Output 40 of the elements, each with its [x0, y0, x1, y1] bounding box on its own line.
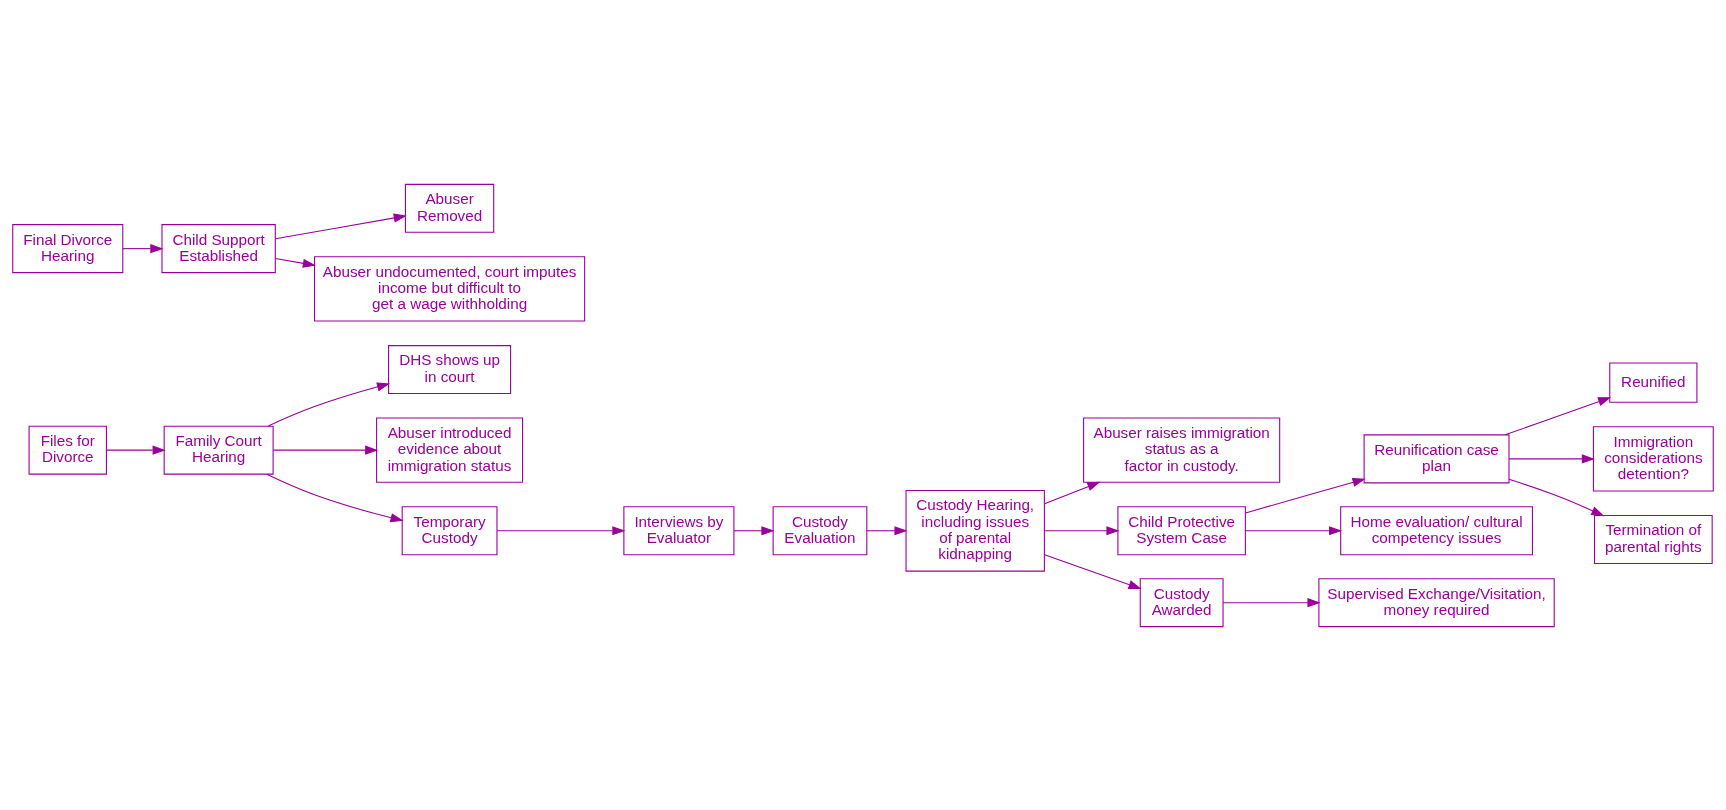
node-box: Home evaluation/ cultural competency issues: [1340, 505, 1533, 555]
arrow: [1044, 525, 1120, 535]
arrow: [274, 257, 316, 268]
arrow: [866, 525, 908, 535]
node-box: Abuser introduced evidence about immigration status: [376, 417, 524, 483]
node-box: Child Protective System Case: [1117, 505, 1246, 555]
node-box: Abuser raises immigration status as a factor in custody.: [1083, 417, 1281, 483]
node-box: Interviews by Evaluator: [623, 505, 735, 555]
arrow: [1245, 525, 1343, 535]
node-box: Files for Divorce: [28, 425, 107, 475]
arrow: [1504, 396, 1612, 435]
node-box: Abuser undocumented, court imputes income but difficult to get a wage withholding: [313, 255, 586, 322]
node-box: Child Support Established: [161, 223, 276, 273]
node-box: Abuser Removed: [404, 183, 495, 233]
node-box: Reunified: [1609, 361, 1698, 403]
node-box: Custody Hearing, including issues of parental kidnapping: [905, 489, 1045, 572]
arrow: [274, 212, 407, 239]
node-box: Termination of parental rights: [1593, 514, 1713, 564]
arrow: [496, 525, 626, 535]
node-box: Temporary Custody: [401, 505, 498, 555]
node-box: DHS shows up in court: [388, 344, 512, 394]
arrow: [267, 381, 391, 427]
node-box: Supervised Exchange/Visitation, money required: [1318, 577, 1555, 627]
node-box: Reunification case plan: [1363, 433, 1510, 483]
node-box: Immigration considerations detention?: [1592, 425, 1714, 492]
node-box: Custody Evaluation: [772, 505, 868, 555]
arrow: [272, 445, 379, 455]
node-box: Final Divorce Hearing: [12, 223, 124, 273]
arrow: [106, 445, 166, 455]
arrow: [1044, 553, 1142, 589]
arrow: [122, 243, 164, 253]
arrow: [733, 525, 775, 535]
arrow: [1222, 597, 1321, 607]
node-box: Custody Awarded: [1139, 577, 1224, 627]
arrow: [266, 473, 404, 522]
arrow: [1044, 481, 1101, 504]
node-box: Family Court Hearing: [163, 425, 274, 475]
arrow: [1508, 453, 1595, 463]
arrow: [1245, 477, 1366, 513]
arrow: [1508, 478, 1605, 516]
